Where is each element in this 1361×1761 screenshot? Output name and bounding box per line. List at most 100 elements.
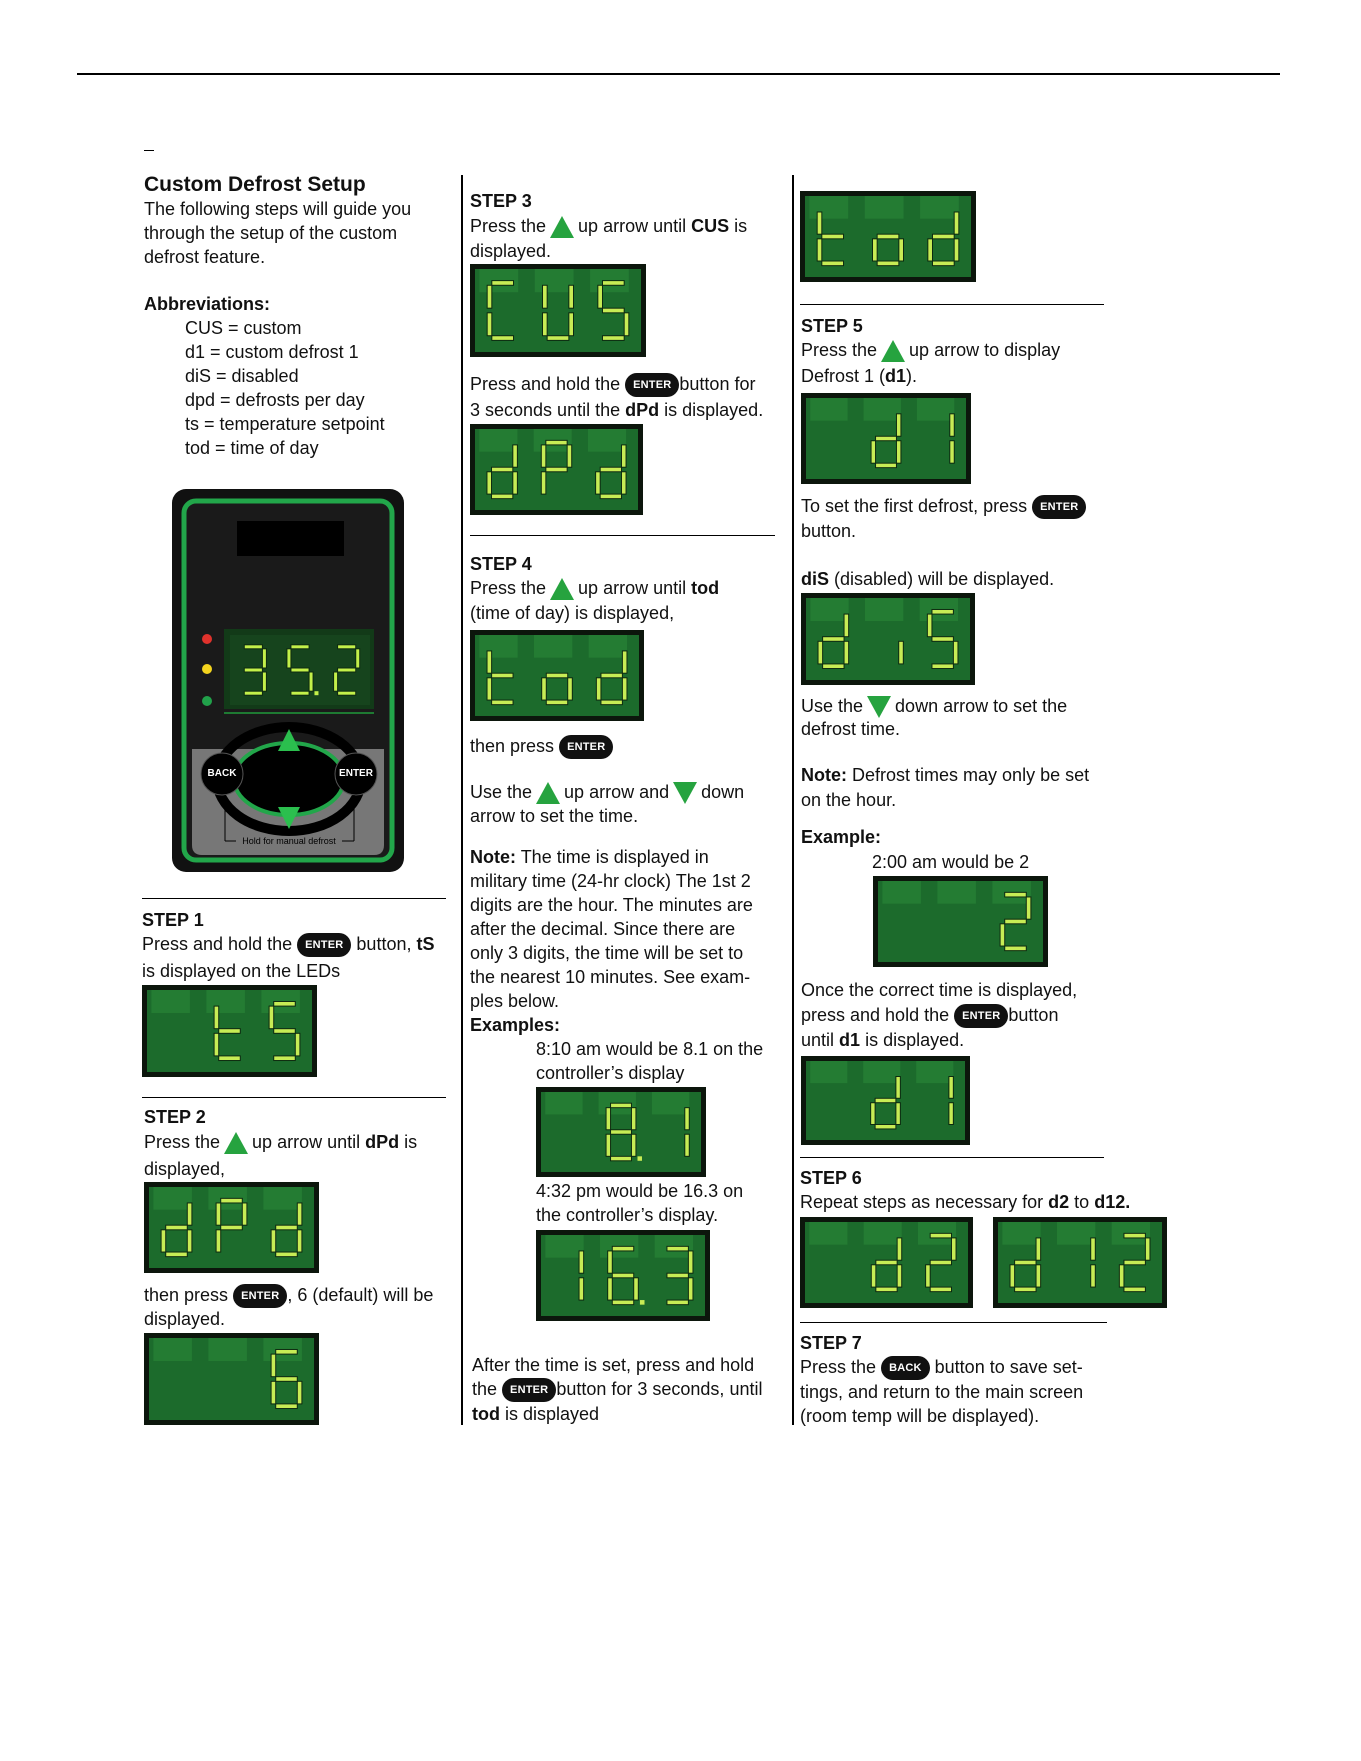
abbr-item: tod = time of day [185, 438, 319, 458]
lcd-decimal-point [639, 1300, 645, 1305]
lcd-cell-glare [588, 429, 627, 452]
step5-line-2: Defrost 1 (d1). [801, 366, 918, 386]
step2-line-2: displayed, [144, 1159, 226, 1179]
lcd-segment [218, 1028, 241, 1034]
lcd-segment [620, 444, 627, 468]
lcd-segment [607, 1250, 613, 1274]
lcd-display-step5-d1-final [801, 1056, 970, 1145]
enter-button: ENTER [625, 373, 680, 398]
back-button: BACK [881, 1356, 930, 1381]
step4-line-5: arrow to set the time. [470, 806, 639, 826]
lcd-segment [599, 493, 622, 500]
lcd-segment [512, 471, 518, 495]
lcd-segment [874, 1097, 897, 1104]
lcd-cell-glare [206, 990, 245, 1013]
lcd-segment [286, 648, 292, 669]
step4-title: STEP 4 [470, 554, 532, 574]
lcd-segment [578, 1250, 585, 1274]
lcd-segment [666, 1299, 689, 1306]
step2-line-3: then press ENTER, 6 (default) will be [144, 1283, 433, 1309]
lcd-segment [633, 1277, 639, 1301]
step6-title: STEP 6 [800, 1168, 862, 1188]
controller-hold-label: Hold for manual defrost [242, 836, 336, 846]
step-divider [800, 304, 1104, 305]
lcd-segment [620, 471, 627, 495]
lcd-segment [275, 1376, 298, 1382]
step4-line-3: then press ENTER [470, 734, 614, 760]
lcd-segment [491, 335, 515, 341]
step5-line-8: Once the correct time is displayed, [801, 980, 1078, 1000]
lcd-segment [1004, 891, 1027, 898]
lcd-segment [486, 471, 493, 495]
lcd-segment [1035, 1237, 1042, 1261]
lcd-segment [567, 677, 573, 701]
lcd-segment [687, 1277, 694, 1301]
lcd-segment [630, 1133, 637, 1157]
lcd-display-step5-d1 [801, 393, 971, 484]
lcd-segment [816, 238, 823, 262]
step1-line-2: is displayed on the LEDs [142, 961, 341, 981]
lcd-cell-glare [1002, 1222, 1041, 1245]
lcd-segment [666, 1272, 689, 1279]
lcd-segment [491, 493, 514, 500]
intro-line-3: defrost feature. [144, 247, 266, 267]
lcd-segment [220, 1224, 243, 1231]
lcd-segment [1004, 918, 1027, 925]
lcd-display-step1 [142, 985, 317, 1077]
lcd-segment [261, 671, 267, 692]
lcd-segment [512, 444, 518, 468]
lcd-segment [545, 439, 568, 446]
lcd-segment [610, 1129, 632, 1135]
lcd-segment [666, 1245, 689, 1252]
abbreviations-heading: Abbreviations: [144, 294, 271, 314]
step5-title: STEP 5 [801, 316, 863, 336]
step6-line-1: Repeat steps as necessary for d2 to d12. [800, 1192, 1131, 1212]
lcd-segment [607, 1277, 613, 1301]
lcd-cell-glare [153, 1338, 192, 1361]
lcd-segment [540, 471, 547, 495]
top-rule [77, 73, 1280, 75]
lcd-cell-glare [809, 1222, 848, 1245]
lcd-segment [270, 1353, 277, 1378]
controller-back-button[interactable]: BACK [207, 768, 237, 779]
lcd-cell-glare [810, 598, 849, 621]
lcd-segment [545, 699, 569, 706]
lcd-cell-glare [651, 1092, 690, 1115]
lcd-segment [821, 233, 845, 240]
up-arrow-icon [224, 1132, 249, 1155]
step4-note-line: military time (24-hr clock) The 1st 2 [470, 871, 751, 891]
down-arrow-icon [673, 782, 698, 805]
lcd-segment [597, 284, 603, 309]
lcd-segment [268, 1005, 275, 1030]
lcd-segment [684, 1107, 690, 1131]
enter-button: ENTER [1032, 495, 1087, 520]
lcd-segment [273, 1000, 296, 1007]
lcd-segment [621, 650, 628, 674]
lcd-segment [541, 677, 547, 701]
lcd-segment [186, 1229, 193, 1253]
lcd-display-example-16-3 [536, 1230, 710, 1321]
up-arrow-icon [881, 340, 906, 363]
lcd-segment [1123, 1259, 1146, 1266]
controller-enter-button[interactable]: ENTER [339, 768, 373, 779]
lcd-segment [486, 284, 493, 309]
step5-line-10: until d1 is displayed. [801, 1030, 965, 1050]
lcd-segment [931, 233, 955, 240]
step-divider [800, 1157, 1104, 1158]
step4-after-line-3: tod is displayed [472, 1404, 600, 1424]
step5-line-4: button. [801, 521, 857, 541]
lcd-segment [545, 466, 568, 473]
lcd-segment [275, 1224, 298, 1231]
lcd-segment [931, 608, 954, 615]
step2-title: STEP 2 [144, 1107, 206, 1127]
step7-line-3: (room temp will be displayed). [800, 1406, 1040, 1426]
lcd-segment [243, 644, 263, 650]
lcd-cell-glare [479, 635, 518, 658]
lcd-segment [1123, 1232, 1146, 1239]
lcd-segment [822, 636, 845, 642]
lcd-segment [491, 280, 515, 286]
lcd-segment [610, 1102, 632, 1109]
